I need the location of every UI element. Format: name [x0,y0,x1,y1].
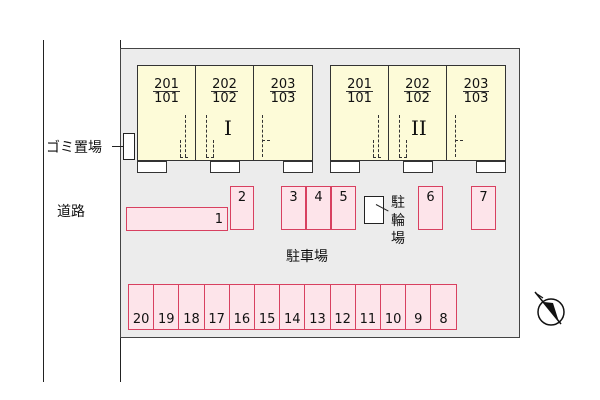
parking-space-number: 10 [384,312,402,327]
unit-upper-number: 202 [404,77,431,92]
stair-outline [455,140,463,141]
parking-space: 11 [354,284,381,330]
stair-outline [262,140,270,141]
parking-space: 14 [279,284,306,330]
building-1-unit-3: 203 103 [253,65,313,161]
parking-space-number: 14 [284,312,301,327]
building-number: I [224,116,232,140]
garbage-leader-line [112,146,123,147]
parking-space: 3 [281,186,306,230]
parking-space: 10 [380,284,407,330]
parking-space: 12 [329,284,356,330]
parking-space-number: 9 [414,312,423,327]
parking-space: 8 [430,284,457,330]
bicycle-label: 駐輪場 [391,195,405,247]
unit-lower-number: 103 [270,91,296,106]
unit-upper-number: 201 [346,77,373,92]
parking-space-number: 6 [426,190,435,205]
parking-space: 6 [418,186,443,230]
parking-space-number: 12 [334,312,351,327]
parking-space: 7 [471,186,496,230]
unit-upper-number: 201 [153,77,180,92]
parking-space-number: 16 [233,312,251,327]
unit-upper-number: 203 [462,77,490,92]
parking-space: 20 [128,284,155,330]
parking-space-number: 4 [314,190,323,205]
road-label: 道路 [57,204,85,220]
parking-space-number: 13 [309,312,326,327]
stair-outline [180,140,181,157]
parking-space: 18 [178,284,205,330]
parking-space-number: 18 [183,312,200,327]
garbage-area [123,133,135,160]
entrance-step [476,161,506,173]
parking-space: 9 [405,284,432,330]
building-1-unit-1: 201 101 [137,65,195,161]
unit-upper-number: 202 [211,77,238,92]
parking-space-number: 20 [132,312,150,327]
parking-space: 1 [126,207,228,231]
building-2-unit-1: 201 101 [330,65,388,161]
entrance-step [210,161,240,173]
parking-space: 13 [304,284,331,330]
road-edge-left [43,40,44,382]
parking-space: 15 [254,284,281,330]
parking-space-number: 7 [479,190,488,205]
parking-space-number: 17 [208,312,225,327]
parking-label: 駐車場 [286,249,328,265]
parking-space: 2 [230,186,254,230]
building-2-unit-3: 203 103 [446,65,506,161]
building-number: II [411,116,427,140]
parking-space: 16 [228,284,255,330]
stair-outline [373,140,374,157]
stair-outline [373,157,381,158]
parking-space: 5 [331,186,356,230]
stair-outline [206,115,207,157]
stair-outline [399,157,407,158]
stair-outline [185,115,186,157]
parking-space-number: 8 [439,312,448,327]
entrance-step [283,161,313,173]
entrance-step [330,161,360,173]
unit-lower-number: 102 [212,91,237,106]
building-2-unit-2: 202 102 [388,65,446,161]
parking-space-number: 5 [339,190,348,205]
stair-outline [455,115,456,157]
stair-outline [180,157,188,158]
bicycle-parking-area [364,196,384,224]
parking-space-number: 1 [214,212,223,227]
stair-outline [406,140,407,157]
stair-outline [378,115,379,157]
unit-upper-number: 203 [269,77,297,92]
stair-outline [213,140,214,157]
parking-space: 17 [203,284,230,330]
parking-space-number: 19 [158,312,175,327]
building-1-unit-2: 202 102 [195,65,253,161]
stair-outline [399,115,400,157]
parking-space-number: 3 [289,190,298,205]
stair-outline [206,157,214,158]
stair-outline [262,115,263,157]
parking-space-number: 15 [258,312,276,327]
entrance-step [403,161,433,173]
garbage-label: ゴミ置場 [46,140,102,156]
parking-space-number: 2 [237,190,247,205]
unit-lower-number: 103 [463,91,489,106]
parking-space: 19 [153,284,180,330]
unit-lower-number: 101 [154,91,179,106]
unit-lower-number: 101 [347,91,372,106]
parking-space: 4 [306,186,331,230]
unit-lower-number: 102 [405,91,430,106]
parking-space-number: 11 [359,312,377,327]
entrance-step [137,161,167,173]
north-arrow-icon [534,291,565,326]
